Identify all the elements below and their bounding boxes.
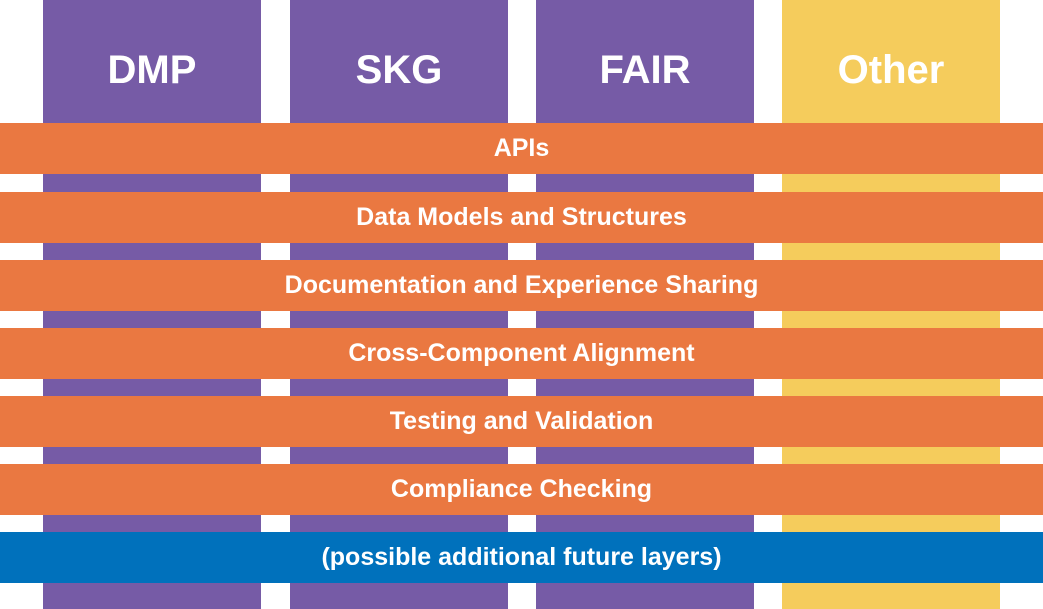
layer-documentation: Documentation and Experience Sharing <box>0 260 1043 311</box>
layer-future: (possible additional future layers) <box>0 532 1043 583</box>
layer-apis: APIs <box>0 123 1043 174</box>
column-label: DMP <box>107 48 197 92</box>
column-label: FAIR <box>599 48 691 92</box>
column-label: Other <box>837 48 945 92</box>
column-label: SKG <box>355 48 443 92</box>
layer-data-models: Data Models and Structures <box>0 192 1043 243</box>
layer-cross-component: Cross-Component Alignment <box>0 328 1043 379</box>
layer-testing: Testing and Validation <box>0 396 1043 447</box>
layer-compliance: Compliance Checking <box>0 464 1043 515</box>
